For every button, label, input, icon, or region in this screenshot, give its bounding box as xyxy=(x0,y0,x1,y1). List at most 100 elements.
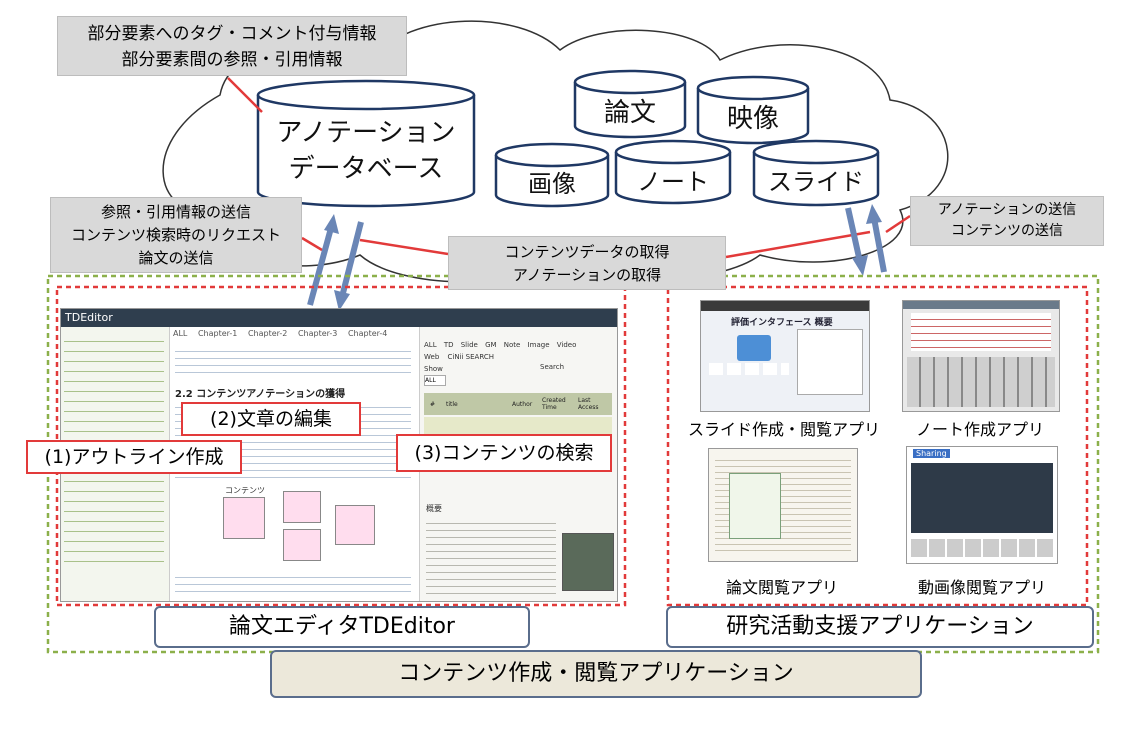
left-note-line3: 論文の送信 xyxy=(138,249,214,267)
search-tabs-row2: Web CiNii SEARCH xyxy=(424,353,494,361)
connector-left-note xyxy=(301,236,323,252)
search-tab-note[interactable]: Note xyxy=(503,341,521,349)
note-screen-lines xyxy=(911,313,1051,351)
result-table-header: # title Author Created Time Last Access xyxy=(424,393,612,415)
research-title: 研究活動支援アプリケーション xyxy=(666,606,1094,648)
th-created: Created Time xyxy=(542,397,566,411)
editor-title: 論文エディタTDEditor xyxy=(154,606,530,648)
editor-tabs: ALL Chapter-1 Chapter-2 Chapter-3 Chapte… xyxy=(173,329,387,338)
connector-center-note-right xyxy=(725,230,871,259)
paper-database xyxy=(573,69,687,139)
diagram-block xyxy=(283,529,321,561)
top-note: 部分要素へのタグ・コメント付与情報 部分要素間の参照・引用情報 xyxy=(57,16,407,76)
research-dashed-frame xyxy=(666,285,1089,607)
callout-search-label: (3)コンテンツの検索 xyxy=(414,442,594,464)
note-screen-keyboard xyxy=(907,357,1055,407)
right-note: アノテーションの送信 コンテンツの送信 xyxy=(910,196,1104,246)
diagram-block xyxy=(223,497,265,539)
slide-app-caption: スライド作成・閲覧アプリ xyxy=(687,420,880,439)
note-app-caption: ノート作成アプリ xyxy=(915,420,1044,439)
slide-screen-block xyxy=(737,335,771,361)
paper-app-caption: 論文閲覧アプリ xyxy=(725,578,838,597)
th-num: # xyxy=(430,401,436,408)
callout-search: (3)コンテンツの検索 xyxy=(396,434,612,472)
callout-outline-label: (1)アウトライン作成 xyxy=(44,446,224,468)
image-database xyxy=(494,142,610,208)
arrow-up-right xyxy=(866,204,887,273)
search-tab-gm[interactable]: GM xyxy=(485,341,497,349)
search-tab-cinii[interactable]: CiNii SEARCH xyxy=(447,353,495,361)
arrow-down-left xyxy=(334,221,364,311)
diagram-block xyxy=(283,491,321,523)
editor-app-title: TDEditor xyxy=(65,311,113,324)
research-title-label: 研究活動支援アプリケーション xyxy=(726,614,1034,639)
video-app-screenshot: Sharing xyxy=(906,446,1058,564)
note-db-label: ノート xyxy=(637,168,709,196)
left-note-line1: 参照・引用情報の送信 xyxy=(100,203,251,221)
show-select[interactable]: ALL xyxy=(424,375,446,386)
video-app-caption: 動画像閲覧アプリ xyxy=(917,578,1046,597)
search-tab-slide[interactable]: Slide xyxy=(460,341,478,349)
editor-tab-ch2[interactable]: Chapter-2 xyxy=(247,329,288,338)
search-tab-video[interactable]: Video xyxy=(556,341,577,349)
video-database xyxy=(696,75,810,145)
center-note: コンテンツデータの取得 アノテーションの取得 xyxy=(448,236,726,290)
note-screen-bar xyxy=(903,301,1059,309)
editor-title-label: 論文エディタTDEditor xyxy=(229,614,455,639)
slide-database xyxy=(752,139,880,207)
callout-outline: (1)アウトライン作成 xyxy=(26,440,242,474)
slide-screen-bar xyxy=(701,301,869,311)
image-db-label: 画像 xyxy=(528,170,576,198)
connector-right-note xyxy=(885,214,911,234)
video-screen-title: Sharing xyxy=(913,449,950,458)
top-note-line2: 部分要素間の参照・引用情報 xyxy=(121,50,343,70)
note-app-screenshot xyxy=(902,300,1060,412)
arrow-down-right xyxy=(845,207,868,276)
editor-diagram-label: コンテンツ xyxy=(225,486,265,495)
editor-titlebar: TDEditor xyxy=(61,309,617,327)
search-label: Search xyxy=(540,363,565,371)
paper-app-screenshot xyxy=(708,448,858,562)
bottom-title: コンテンツ作成・閲覧アプリケーション xyxy=(270,650,922,698)
slide-screen-thumbs xyxy=(709,363,789,375)
th-last-access: Last Access xyxy=(578,397,599,411)
bottom-title-label: コンテンツ作成・閲覧アプリケーション xyxy=(398,661,794,686)
diagram-block xyxy=(335,505,375,545)
editor-tab-ch3[interactable]: Chapter-3 xyxy=(297,329,338,338)
connector-center-note xyxy=(359,238,449,256)
connector-top-note xyxy=(227,77,263,113)
arrow-up-left xyxy=(307,214,339,306)
slide-screen-panel xyxy=(797,329,863,395)
th-author: Author xyxy=(512,401,533,408)
annotation-db-line2: データベース xyxy=(288,154,444,184)
editor-tab-all[interactable]: ALL xyxy=(173,329,188,338)
center-note-line2: アノテーションの取得 xyxy=(512,266,662,284)
callout-edit: (2)文章の編集 xyxy=(181,402,361,436)
center-note-line1: コンテンツデータの取得 xyxy=(504,243,670,261)
show-label: Show xyxy=(424,365,443,373)
left-note-line2: コンテンツ検索時のリクエスト xyxy=(70,226,281,244)
right-note-line1: アノテーションの送信 xyxy=(937,202,1077,218)
slide-db-label: スライド xyxy=(768,168,864,196)
editor-section-heading: 2.2 コンテンツアノテーションの獲得 xyxy=(175,389,346,400)
editor-tab-ch4[interactable]: Chapter-4 xyxy=(347,329,388,338)
slide-app-screenshot: 評価インタフェース 概要 xyxy=(700,300,870,412)
top-note-line1: 部分要素へのタグ・コメント付与情報 xyxy=(87,24,377,44)
annotation-db-label: アノテーション データベース xyxy=(270,115,462,187)
search-tab-td[interactable]: TD xyxy=(443,341,454,349)
right-note-line2: コンテンツの送信 xyxy=(951,223,1063,239)
paper-screen-flow xyxy=(729,473,781,539)
editor-tab-ch1[interactable]: Chapter-1 xyxy=(197,329,238,338)
search-tab-image[interactable]: Image xyxy=(527,341,550,349)
note-database xyxy=(614,139,732,205)
slide-screen-title: 評価インタフェース 概要 xyxy=(731,318,833,328)
annotation-db-line1: アノテーション xyxy=(276,118,456,148)
left-note: 参照・引用情報の送信 コンテンツ検索時のリクエスト 論文の送信 xyxy=(50,197,302,273)
video-db-label: 映像 xyxy=(726,104,779,134)
summary-label: 概要 xyxy=(426,504,442,513)
video-screen-player xyxy=(911,463,1053,533)
search-tab-all[interactable]: ALL xyxy=(424,341,437,349)
search-tab-web[interactable]: Web xyxy=(424,353,440,361)
editor-text-lines-top xyxy=(175,345,411,379)
